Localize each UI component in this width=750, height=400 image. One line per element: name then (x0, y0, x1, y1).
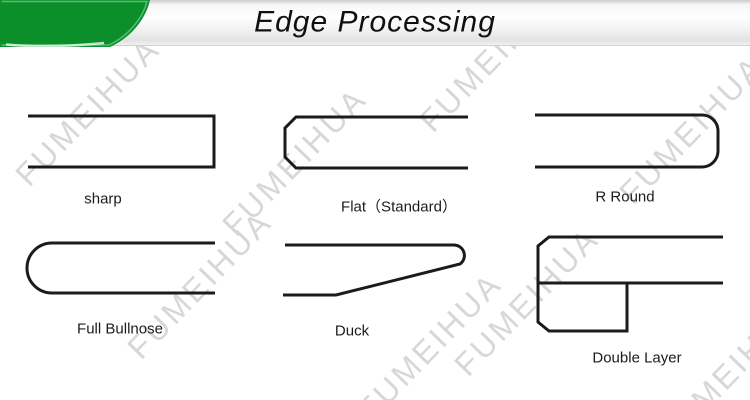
label-flat-standard: Flat（Standard） (341, 198, 457, 216)
flat-standard-profile-shape (283, 115, 468, 170)
label-duck: Duck (334, 322, 370, 340)
page-title: Edge Processing (254, 4, 496, 38)
label-r-round: R Round (595, 188, 655, 206)
label-sharp: sharp (84, 190, 122, 208)
full-bullnose-profile-shape (25, 241, 215, 295)
r-round-profile-shape (535, 113, 720, 169)
double-layer-profile-shape (536, 235, 723, 333)
header-banner: Edge Processing (0, 0, 750, 46)
label-double-layer: Double Layer (592, 349, 682, 367)
sharp-profile-shape (28, 114, 216, 169)
duck-profile-shape (283, 243, 466, 297)
ribbon-shape (0, 0, 150, 47)
brand-corner-ribbon (0, 0, 150, 48)
ribbon-inner-edge (1, 0, 148, 46)
ribbon-highlight (5, 41, 105, 48)
label-full-bullnose: Full Bullnose (77, 320, 163, 338)
